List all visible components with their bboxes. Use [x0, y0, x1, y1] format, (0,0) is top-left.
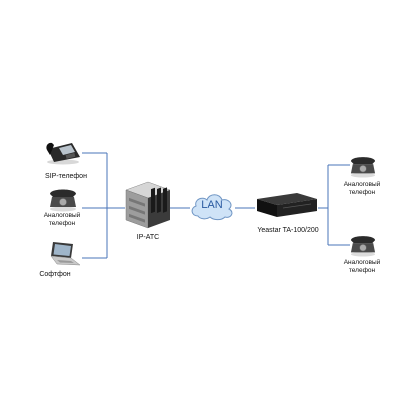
analog-phone-right-2-label-line2: телефон [348, 266, 376, 274]
sip-phone-label: SIP-телефон [45, 173, 87, 180]
analog-phone-left-label-line1: Аналоговый [43, 212, 81, 219]
analog-phone-left-label: Аналоговый телефон [44, 212, 81, 227]
analog-phone-icon [350, 157, 376, 178]
analog-phone-right-2-label: Аналоговый телефон [344, 259, 381, 274]
analog-phone-right-1-label-line1: Аналоговый [343, 181, 381, 188]
laptop-icon [50, 242, 81, 266]
softphone-label: Софтфон [39, 271, 71, 278]
ip-pbx-label: IP-АТС [136, 234, 160, 241]
ip-phone-icon [46, 142, 80, 165]
analog-phone-right-1-label-line2: телефон [348, 188, 376, 196]
lan-label: LAN [201, 199, 223, 211]
analog-phone-left-label-line2: телефон [48, 219, 76, 227]
server-icon [125, 181, 171, 229]
gateway-label: Yeastar TA-100/200 [257, 227, 319, 234]
voip-gateway-icon [257, 193, 317, 217]
analog-phone-right-1-label: Аналоговый телефон [344, 181, 381, 196]
analog-phone-icon [50, 189, 76, 212]
analog-phone-right-2-label-line1: Аналоговый [343, 259, 381, 266]
analog-phone-icon [350, 236, 376, 257]
cloud-icon [191, 194, 233, 221]
